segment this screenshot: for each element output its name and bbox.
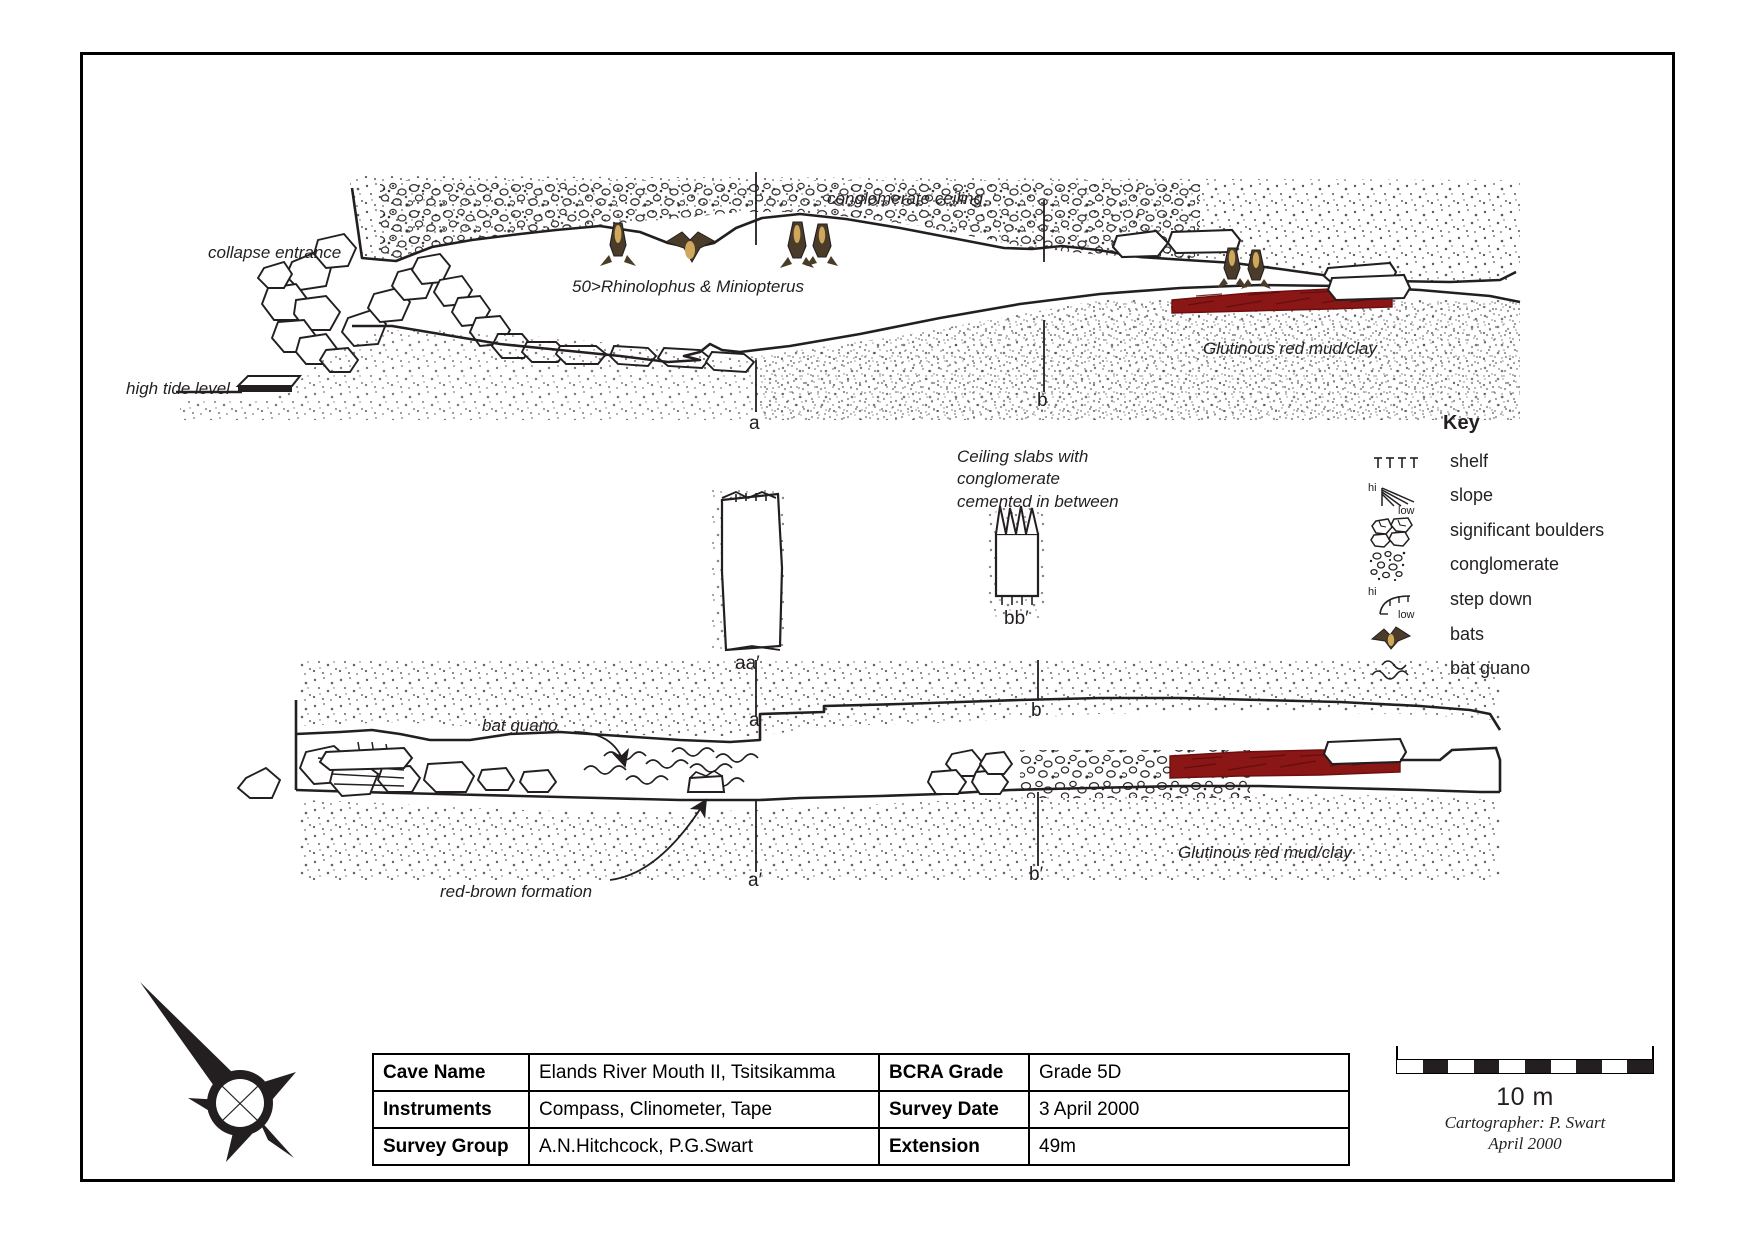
svg-text:hi: hi: [1368, 586, 1377, 598]
label-bat-guano: bat guano: [482, 716, 558, 735]
scale-seg-8: [1602, 1060, 1628, 1073]
note-ceiling-slabs-line3: cemented in between: [957, 491, 1119, 511]
key-label-slope: slope: [1450, 484, 1494, 505]
cell-survey-date-value: 3 April 2000: [1028, 1090, 1350, 1129]
scale-seg-9: [1627, 1060, 1653, 1073]
scale-seg-0: [1397, 1060, 1423, 1073]
table-row: Cave Name Elands River Mouth II, Tsitsik…: [372, 1053, 1350, 1092]
cell-extension-value: 49m: [1028, 1127, 1350, 1166]
label-conglomerate-ceiling: conglomerate ceiling: [827, 189, 983, 208]
scale-seg-7: [1576, 1060, 1602, 1073]
cell-instruments-header: Instruments: [372, 1090, 530, 1129]
key-label-boulders: significant boulders: [1450, 519, 1605, 540]
scale-end-ticks: [1396, 1046, 1654, 1060]
section-mark-aa: aa′: [735, 653, 760, 674]
cell-bcra-grade-header: BCRA Grade: [878, 1053, 1030, 1092]
conglomerate-icon: [1368, 549, 1438, 582]
key-label-conglomerate: conglomerate: [1450, 553, 1560, 574]
key-title: Key: [1443, 412, 1480, 434]
map-border-frame: [80, 52, 1675, 1182]
section-mark-bb: bb′: [1004, 608, 1029, 629]
section-mark-b-plan: b: [1037, 390, 1048, 411]
note-ceiling-slabs: Ceiling slabs with conglomerate cemented…: [957, 446, 1119, 513]
cell-cave-name-value: Elands River Mouth II, Tsitsikamma: [528, 1053, 880, 1092]
key-label-step-down: step down: [1450, 588, 1533, 609]
key-item-bats: bats: [1368, 617, 1668, 651]
cell-survey-group-header: Survey Group: [372, 1127, 530, 1166]
scale-seg-1: [1422, 1060, 1449, 1073]
table-row: Instruments Compass, Clinometer, Tape Su…: [372, 1090, 1350, 1129]
scale-seg-5: [1524, 1060, 1551, 1073]
key-item-shelf: shelf: [1368, 445, 1668, 477]
bat-guano-icon: [1368, 653, 1438, 683]
key-item-conglomerate: conglomerate: [1368, 547, 1668, 582]
key-label-bats: bats: [1450, 623, 1485, 644]
key-item-bat-guano: bat guano: [1368, 651, 1668, 685]
cell-cave-name-header: Cave Name: [372, 1053, 530, 1092]
boulders-icon: [1368, 515, 1438, 548]
cell-survey-group-value: A.N.Hitchcock, P.G.Swart: [528, 1127, 880, 1166]
section-mark-a-profile: a: [749, 710, 760, 731]
scale-label: 10 m: [1496, 1083, 1554, 1111]
scale-seg-4: [1499, 1060, 1525, 1073]
slope-icon: hi low: [1368, 480, 1438, 517]
key-item-slope: hi low slope: [1368, 477, 1668, 517]
shelf-icon: [1368, 446, 1438, 476]
svg-text:hi: hi: [1368, 482, 1377, 494]
scale-bar: [1396, 1046, 1654, 1074]
label-glutinous-mud-profile: Glutinous red mud/clay: [1178, 843, 1352, 862]
label-bat-species: 50>Rhinolophus & Miniopterus: [572, 277, 805, 296]
title-block-table: Cave Name Elands River Mouth II, Tsitsik…: [372, 1053, 1350, 1166]
section-mark-b-prime-profile: b′: [1029, 864, 1044, 885]
label-collapse-entrance: collapse entrance: [208, 243, 342, 262]
note-ceiling-slabs-line2: conglomerate: [957, 469, 1061, 489]
cell-bcra-grade-value: Grade 5D: [1028, 1053, 1350, 1092]
section-mark-b-profile: b: [1031, 700, 1042, 721]
svg-text:low: low: [1398, 609, 1415, 620]
scale-segments: [1396, 1059, 1654, 1074]
cell-extension-header: Extension: [878, 1127, 1030, 1166]
bats-icon: [1368, 619, 1438, 650]
cartographer-date: April 2000: [1488, 1134, 1562, 1154]
section-mark-a-prime-profile: a′: [748, 870, 763, 891]
label-high-tide-level: high tide level: [126, 379, 230, 398]
section-mark-a-plan: a: [749, 413, 760, 434]
step-down-icon: hi low: [1368, 584, 1438, 621]
note-ceiling-slabs-line1: Ceiling slabs with: [957, 447, 1089, 466]
key-label-shelf: shelf: [1450, 450, 1489, 471]
scale-seg-6: [1551, 1060, 1577, 1073]
key-item-step-down: hi low step down: [1368, 581, 1668, 621]
cartographer-credit: Cartographer: P. Swart: [1444, 1113, 1606, 1132]
svg-text:low: low: [1398, 505, 1415, 516]
key-legend: Key shelf hi low: [1368, 412, 1668, 685]
key-label-bat-guano: bat guano: [1450, 657, 1531, 678]
scale-bar-group: 10 m Cartographer: P. Swart April 2000: [1396, 1046, 1654, 1155]
key-item-boulders: significant boulders: [1368, 513, 1668, 548]
label-red-brown-formation: red-brown formation: [440, 882, 593, 901]
table-row: Survey Group A.N.Hitchcock, P.G.Swart Ex…: [372, 1127, 1350, 1166]
cell-survey-date-header: Survey Date: [878, 1090, 1030, 1129]
cell-instruments-value: Compass, Clinometer, Tape: [528, 1090, 880, 1129]
scale-seg-3: [1473, 1060, 1500, 1073]
label-glutinous-mud-plan: Glutinous red mud/clay: [1203, 339, 1377, 358]
scale-seg-2: [1448, 1060, 1474, 1073]
